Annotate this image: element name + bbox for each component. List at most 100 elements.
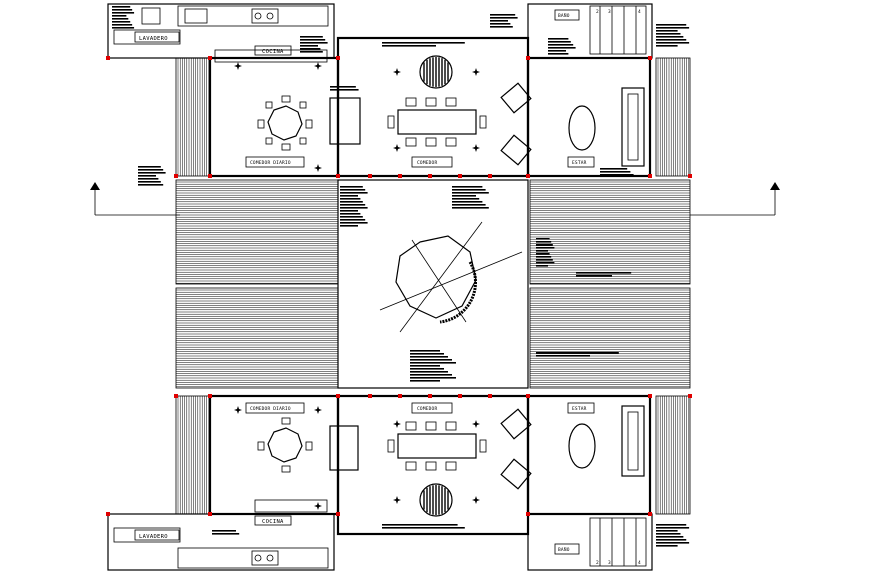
column: [336, 56, 340, 60]
stair-icon: 2 3 4: [589, 5, 647, 55]
column: [428, 394, 432, 398]
armchair-icon: [500, 82, 532, 490]
annotation-text-block: [410, 350, 456, 382]
compass-star-icon: [472, 496, 480, 504]
label-lavadero-bottom: LAVADERO: [139, 534, 168, 540]
label-bano-bottom: BAÑO: [558, 546, 570, 553]
compass-star-icon: [234, 62, 242, 70]
annotation-text-block: [548, 38, 576, 55]
column: [458, 394, 462, 398]
planter-bottom: [419, 483, 453, 517]
stair-number: 2: [596, 9, 599, 15]
column: [648, 512, 652, 516]
compass-star-icon: [314, 502, 322, 510]
label-comedor-top: COMEDOR: [417, 160, 437, 166]
compass-star-icon: [472, 420, 480, 428]
column: [688, 394, 692, 398]
column: [648, 394, 652, 398]
wood-deck: [175, 287, 339, 389]
wood-deck-areas: [175, 57, 691, 515]
sofa-icon: [621, 87, 645, 477]
coffee-table-oval: [568, 105, 596, 469]
stair-number: 2: [596, 560, 599, 566]
compass-star-icon: [472, 144, 480, 152]
column: [488, 394, 492, 398]
column: [648, 174, 652, 178]
column: [336, 174, 340, 178]
column: [688, 174, 692, 178]
annotation-text-block: [600, 168, 634, 176]
stair-number: 3: [608, 560, 611, 566]
compass-star-icon: [393, 496, 401, 504]
label-cocina-bottom: COCINA: [262, 519, 284, 525]
annotation-text-block: [382, 42, 465, 47]
wood-deck: [655, 57, 691, 177]
sideboard: [329, 97, 361, 145]
column: [458, 174, 462, 178]
column: [398, 394, 402, 398]
column: [208, 394, 212, 398]
label-comedor-diario-bottom: COMEDOR DIARIO: [250, 406, 291, 412]
wood-deck: [175, 179, 339, 285]
round-dining-table-icon: [257, 417, 313, 473]
annotation-text-block: [300, 36, 328, 53]
structural-columns: [106, 56, 692, 516]
column: [368, 394, 372, 398]
courtyard-tree-feature: [379, 221, 523, 333]
stair-number: 4: [638, 560, 641, 566]
column: [106, 512, 110, 516]
column: [368, 174, 372, 178]
compass-star-icon: [234, 406, 242, 414]
annotation-text-block: [330, 86, 359, 91]
annotation-blocks: [112, 6, 690, 547]
label-estar-top: ESTAR: [572, 160, 587, 166]
column: [208, 512, 212, 516]
annotation-text-block: [656, 24, 690, 47]
wood-deck: [655, 395, 691, 515]
label-comedor-diario-top: COMEDOR DIARIO: [250, 160, 291, 166]
annotation-text-block: [382, 524, 465, 529]
column: [526, 174, 530, 178]
column: [208, 56, 212, 60]
column: [336, 394, 340, 398]
wood-deck: [529, 179, 691, 285]
annotation-text-block: [536, 352, 619, 357]
compass-star-icon: [472, 68, 480, 76]
compass-star-icon: [314, 164, 322, 172]
column: [526, 394, 530, 398]
rect-dining-table-icon: [387, 97, 487, 147]
compass-star-icon: [314, 406, 322, 414]
annotation-text-block: [490, 14, 518, 28]
column: [106, 56, 110, 60]
annotation-text-block: [536, 238, 555, 267]
label-estar-bottom: ESTAR: [572, 406, 587, 412]
annotation-text-block: [452, 186, 489, 209]
column: [398, 174, 402, 178]
column: [208, 174, 212, 178]
column: [174, 394, 178, 398]
wood-deck: [529, 287, 691, 389]
annotation-text-block: [112, 6, 135, 29]
annotation-text-block: [576, 272, 632, 277]
column: [648, 56, 652, 60]
compass-star-icon: [393, 420, 401, 428]
compass-star-icon: [234, 62, 480, 510]
annotation-text-block: [340, 186, 368, 227]
stair-number: 3: [608, 9, 611, 15]
compass-star-icon: [393, 144, 401, 152]
label-comedor-bottom: COMEDOR: [417, 406, 437, 412]
room-labels: LAVADERO COCINA COMEDOR DIARIO COMEDOR E…: [134, 9, 595, 555]
sideboard: [329, 425, 359, 471]
wood-deck: [175, 57, 211, 177]
stair-icon: 2 3 4: [589, 517, 647, 567]
compass-star-icon: [393, 68, 401, 76]
column: [526, 56, 530, 60]
annotation-text-block: [656, 524, 690, 547]
exterior-walls: [107, 3, 653, 571]
column: [174, 174, 178, 178]
column: [488, 174, 492, 178]
wood-deck: [175, 395, 211, 515]
section-arrow-icon: [90, 182, 780, 216]
column: [526, 512, 530, 516]
